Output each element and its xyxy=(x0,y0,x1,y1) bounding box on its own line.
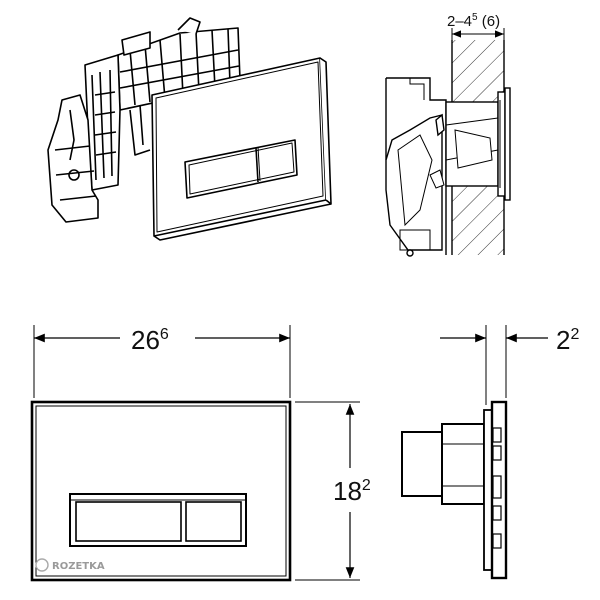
full-flush-button xyxy=(75,501,182,542)
height-label: 182 xyxy=(333,476,371,506)
rozetka-watermark: ROZETKA xyxy=(35,558,105,572)
isometric-view xyxy=(47,17,332,241)
svg-text:ROZETKA: ROZETKA xyxy=(52,561,105,572)
depth-label: 22 xyxy=(556,325,579,355)
width-label: 266 xyxy=(131,325,169,355)
side-profile-view xyxy=(401,325,508,580)
partial-flush-button xyxy=(185,501,242,542)
wall-offset-label: 2–45 (6) xyxy=(447,12,500,30)
front-view xyxy=(30,325,360,582)
side-section-view xyxy=(385,28,511,257)
